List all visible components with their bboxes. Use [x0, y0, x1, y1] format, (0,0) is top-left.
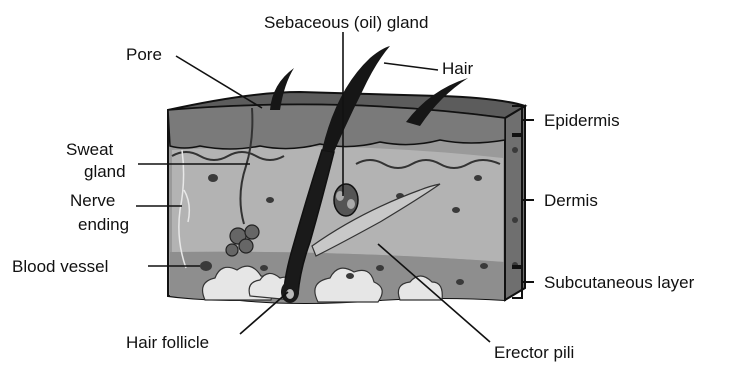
label-nerve-ending-line2: ending	[78, 215, 129, 234]
dermal-cell	[260, 265, 268, 271]
sebaceous-gland-lobule	[347, 199, 355, 209]
skin-block	[168, 46, 525, 303]
dermal-cell	[512, 217, 518, 223]
hair-leader	[384, 63, 438, 70]
label-erector-pili: Erector pili	[494, 343, 574, 362]
label-sweat-gland-line1: Sweat	[66, 140, 114, 159]
sweat-gland-coil-loop	[239, 239, 253, 253]
label-nerve-ending-line1: Nerve	[70, 191, 115, 210]
dermal-cell	[208, 174, 218, 182]
label-dermis: Dermis	[544, 191, 598, 210]
label-sebaceous-gland: Sebaceous (oil) gland	[264, 13, 428, 32]
dermal-cell	[452, 207, 460, 213]
dermal-cell	[346, 273, 354, 279]
label-pore: Pore	[126, 45, 162, 64]
hair-papilla	[286, 289, 294, 299]
label-subcutaneous-layer: Subcutaneous layer	[544, 273, 695, 292]
dermal-cell	[480, 263, 488, 269]
dermal-cell	[266, 197, 274, 203]
label-epidermis: Epidermis	[544, 111, 620, 130]
label-sweat-gland-line2: gland	[84, 162, 126, 181]
dermal-cell	[456, 279, 464, 285]
sweat-gland-coil-loop	[245, 225, 259, 239]
dermal-cell	[474, 175, 482, 181]
dermal-cell	[512, 147, 518, 153]
dermal-cell	[200, 261, 212, 271]
label-hair-follicle: Hair follicle	[126, 333, 209, 352]
dermal-cell	[376, 265, 384, 271]
label-hair: Hair	[442, 59, 474, 78]
sebaceous-gland	[334, 184, 358, 216]
sweat-gland-coil-loop	[226, 244, 238, 256]
label-blood-vessel: Blood vessel	[12, 257, 108, 276]
